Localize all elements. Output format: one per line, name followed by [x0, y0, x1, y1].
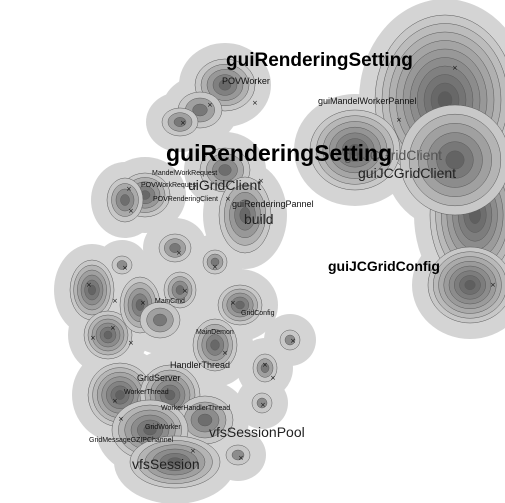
label-worker-handler-thread: WorkerHandlerThread	[161, 405, 231, 412]
class-marker: ×	[110, 324, 116, 332]
contour-ring	[153, 313, 167, 327]
class-marker: ×	[396, 116, 402, 124]
contour-ring	[231, 449, 245, 461]
contour-ring	[192, 103, 208, 117]
class-marker: ×	[207, 101, 213, 109]
label-gui-jc-grid-client-ghost: guiJCGridClient	[344, 147, 443, 163]
contour-ring	[445, 150, 465, 170]
class-marker: ×	[86, 281, 92, 289]
label-mandel-work-request: MandelWorkRequest	[152, 170, 218, 177]
contour-ring	[239, 207, 251, 223]
label-pov-work-request: POVWorkRequest	[141, 182, 199, 189]
class-marker: ×	[112, 397, 118, 405]
label-main-demon: MainDemon	[196, 329, 234, 336]
contour-ring	[218, 79, 232, 91]
label-vfs-session: vfsSession	[132, 456, 200, 472]
contour-ring	[164, 389, 176, 401]
class-marker: ×	[252, 99, 258, 107]
label-build: build	[244, 211, 274, 227]
label-grid-message-gzip-channel: GridMessageGZIPChannel	[89, 437, 174, 444]
label-grid-server: GridServer	[137, 373, 181, 383]
class-marker: ×	[182, 287, 188, 295]
class-marker: ×	[122, 264, 128, 272]
class-marker: ×	[128, 207, 134, 215]
label-gui-mandel-worker-pannel: guiMandelWorkerPannel	[318, 96, 417, 106]
class-marker: ×	[176, 249, 182, 257]
class-marker: ×	[140, 299, 146, 307]
class-marker: ×	[262, 361, 268, 369]
class-marker: ×	[112, 297, 118, 305]
contour-ring	[120, 194, 130, 206]
class-marker: ×	[230, 299, 236, 307]
class-marker: ×	[90, 334, 96, 342]
class-marker: ×	[258, 177, 264, 185]
contour-ring	[173, 117, 187, 127]
label-worker-thread: WorkerThread	[124, 389, 169, 396]
contour-ring	[210, 339, 220, 351]
class-marker: ×	[490, 281, 496, 289]
contour-ring	[348, 144, 362, 156]
class-marker: ×	[190, 447, 196, 455]
label-gui-jc-grid-client-right: guiJCGridClient	[358, 165, 457, 181]
class-marker: ×	[238, 454, 244, 462]
class-marker: ×	[128, 339, 134, 347]
label-gui-rendering-pannel: guiRenderingPannel	[232, 199, 314, 209]
contour-ring	[116, 260, 128, 270]
label-gui-jc-grid-client-left: uiGridClient	[188, 177, 262, 193]
label-pov-worker: POVWorker	[222, 76, 270, 86]
label-gui-jc-grid-config: guiJCGridConfig	[328, 258, 440, 274]
class-marker: ×	[222, 349, 228, 357]
class-marker: ×	[126, 185, 132, 193]
contour-ring	[284, 334, 296, 346]
class-marker: ×	[270, 374, 276, 382]
class-marker: ×	[118, 415, 124, 423]
contour-ring	[169, 243, 181, 253]
label-main-cmd: MainCmd	[155, 298, 185, 305]
label-vfs-session-pool: vfsSessionPool	[209, 424, 305, 440]
class-marker: ×	[212, 263, 218, 271]
contour-ring	[143, 424, 157, 436]
contour-ring	[167, 457, 183, 467]
contour-ring	[260, 363, 270, 373]
contour-ring	[175, 285, 185, 295]
contour-ring	[464, 280, 476, 290]
contour-ring	[88, 284, 96, 296]
contour-ring	[135, 299, 145, 311]
label-pov-rendering-client: POVRenderingClient	[153, 196, 218, 203]
label-gui-rendering-setting-top: guiRenderingSetting	[226, 50, 413, 71]
contour-ring	[210, 257, 220, 267]
label-handler-thread: HandlerThread	[170, 360, 231, 370]
class-marker: ×	[180, 119, 186, 127]
contour-ring	[218, 164, 232, 176]
class-marker: ×	[452, 64, 458, 72]
class-marker: ×	[260, 401, 266, 409]
class-marker: ×	[290, 337, 296, 345]
contour-ring	[235, 300, 245, 310]
label-grid-config: GridConfig	[241, 310, 275, 317]
label-grid-worker: GridWorker	[145, 424, 181, 431]
class-marker: ×	[225, 195, 231, 203]
contour-ring	[115, 390, 125, 400]
contour-ring	[256, 397, 268, 409]
contour-ring	[103, 330, 113, 340]
label-gui-rendering-setting-big: guiRenderingSetting	[166, 140, 393, 166]
contour-ring	[197, 413, 213, 427]
